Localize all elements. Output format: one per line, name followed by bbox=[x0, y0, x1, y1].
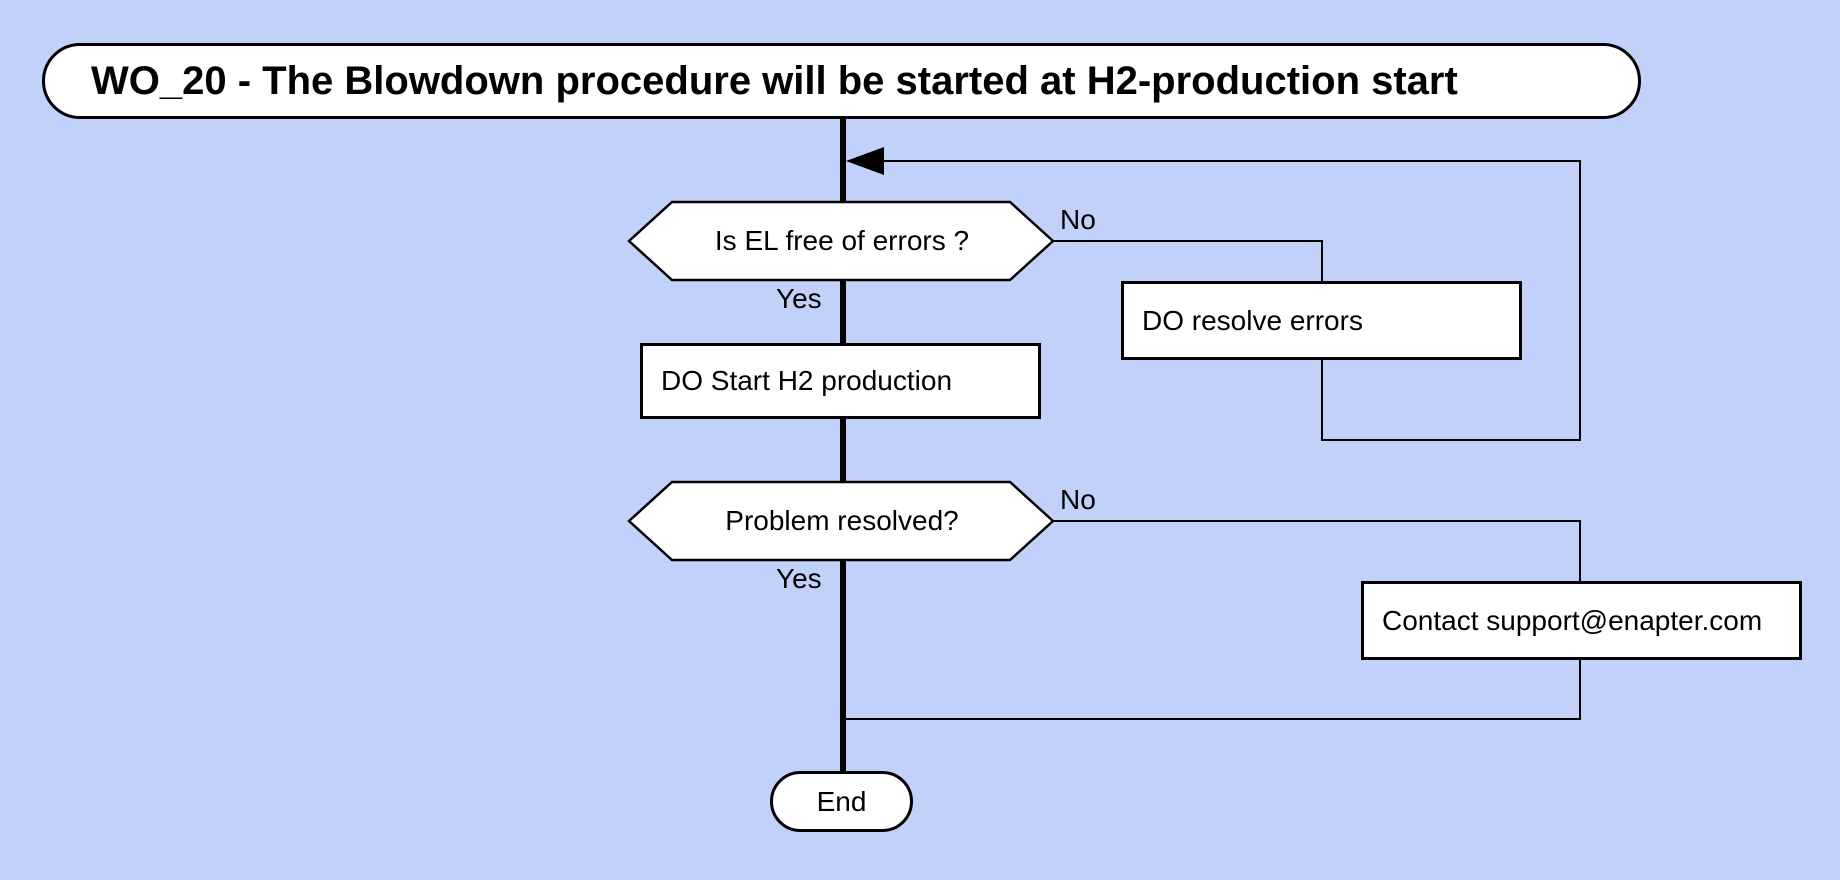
title-label: WO_20 - The Blowdown procedure will be s… bbox=[91, 58, 1458, 103]
edge-label-errors-yes: Yes bbox=[776, 283, 822, 314]
node-terminator-end: End bbox=[770, 771, 913, 832]
connector-resolve-loop-back bbox=[884, 160, 1581, 441]
node-process-start-h2: DO Start H2 production bbox=[640, 343, 1041, 419]
connector-contact-return bbox=[843, 660, 1581, 720]
node-title: WO_20 - The Blowdown procedure will be s… bbox=[42, 43, 1641, 119]
node-process-resolve-errors: DO resolve errors bbox=[1121, 281, 1522, 360]
node-label: End bbox=[816, 785, 867, 817]
node-decision-problem-resolved: Problem resolved? bbox=[627, 478, 1057, 564]
node-label: Contact support@enapter.com bbox=[1382, 604, 1763, 636]
connector-errors-no bbox=[1053, 240, 1323, 281]
node-label: DO Start H2 production bbox=[661, 365, 953, 396]
node-label: DO resolve errors bbox=[1142, 304, 1363, 336]
node-decision-errors: Is EL free of errors ? bbox=[627, 198, 1057, 284]
edge-label-errors-no: No bbox=[1060, 204, 1096, 235]
node-label: Problem resolved? bbox=[725, 505, 959, 536]
node-label: Is EL free of errors ? bbox=[714, 225, 970, 256]
decision-hexagon-shape bbox=[627, 200, 1055, 282]
loop-arrowhead-left-icon bbox=[846, 147, 884, 175]
connector-resolved-no bbox=[1053, 520, 1581, 581]
decision-hexagon-shape bbox=[627, 480, 1055, 562]
edge-label-resolved-no: No bbox=[1060, 484, 1096, 515]
node-process-contact-support: Contact support@enapter.com bbox=[1361, 581, 1802, 660]
edge-label-resolved-yes: Yes bbox=[776, 563, 822, 594]
main-flow-line bbox=[840, 117, 846, 771]
